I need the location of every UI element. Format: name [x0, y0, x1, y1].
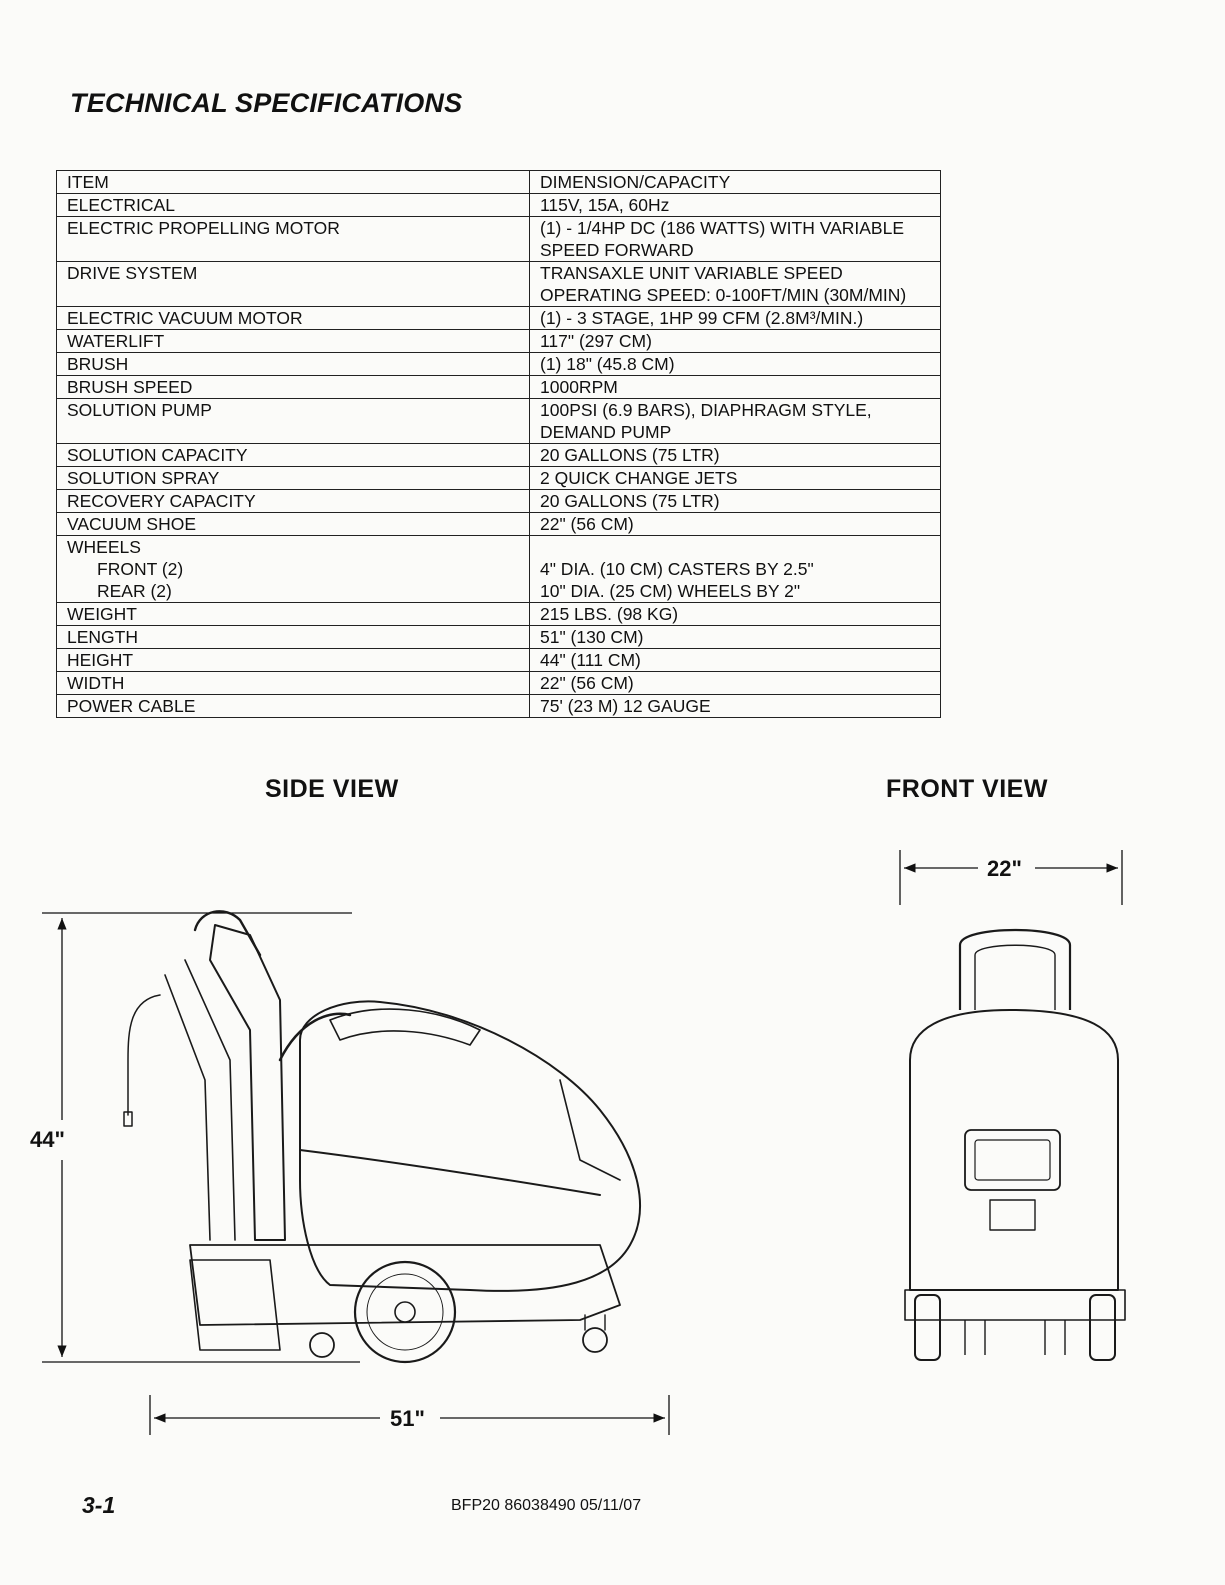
- length-dimension-label: 51": [390, 1406, 425, 1431]
- spec-value: 215 LBS. (98 KG): [529, 602, 941, 626]
- spec-value-line: TRANSAXLE UNIT VARIABLE SPEED: [540, 263, 843, 283]
- table-row: ELECTRIC VACUUM MOTOR (1) - 3 STAGE, 1HP…: [56, 306, 941, 330]
- table-row: RECOVERY CAPACITY 20 GALLONS (75 LTR): [56, 489, 941, 513]
- rear-caster: [309, 1332, 335, 1358]
- spec-value: [529, 535, 941, 558]
- spec-value: 22" (56 CM): [529, 671, 941, 695]
- spec-item: FRONT (2): [56, 558, 530, 580]
- handle-column: [209, 924, 286, 1241]
- recovery-tank-body: [299, 1000, 641, 1292]
- front-caster-left: [964, 1320, 986, 1355]
- header-item: ITEM: [56, 170, 530, 194]
- vacuum-hose: [278, 1012, 352, 1062]
- spec-value-line: (1) - 1/4HP DC (186 WATTS) WITH VARIABLE: [540, 218, 904, 238]
- front-handle-inner: [974, 944, 1056, 1010]
- spec-value: (1) - 1/4HP DC (186 WATTS) WITH VARIABLE…: [529, 216, 941, 262]
- spec-item: RECOVERY CAPACITY: [56, 489, 530, 513]
- base-chassis: [189, 1244, 621, 1326]
- spec-value: 75' (23 M) 12 GAUGE: [529, 694, 941, 718]
- front-window-inner: [974, 1139, 1051, 1181]
- rear-wheel-hub: [394, 1301, 416, 1323]
- tank-lid: [329, 1008, 481, 1046]
- spec-value-line: DEMAND PUMP: [540, 422, 672, 442]
- table-row: WATERLIFT 117" (297 CM): [56, 329, 941, 353]
- front-panel: [989, 1199, 1036, 1231]
- spec-item: SOLUTION CAPACITY: [56, 443, 530, 467]
- width-dimension-label: 22": [987, 856, 1022, 881]
- page-title: TECHNICAL SPECIFICATIONS: [70, 88, 463, 118]
- brush-housing: [189, 1259, 281, 1351]
- cord-plug: [123, 1111, 133, 1127]
- spec-value: 44" (111 CM): [529, 648, 941, 672]
- rear-wheel: [353, 1260, 457, 1364]
- front-base: [904, 1289, 1126, 1321]
- table-row: WIDTH 22" (56 CM): [56, 671, 941, 695]
- header-value: DIMENSION/CAPACITY: [529, 170, 941, 194]
- spec-value-line: OPERATING SPEED: 0-100FT/MIN (30M/MIN): [540, 285, 907, 305]
- table-row: SOLUTION PUMP 100PSI (6.9 BARS), DIAPHRA…: [56, 398, 941, 444]
- front-window: [964, 1129, 1061, 1191]
- front-view-machine-drawing: [904, 928, 1126, 1361]
- document-id: BFP20 86038490 05/11/07: [451, 1497, 642, 1514]
- spec-item: ELECTRIC PROPELLING MOTOR: [56, 216, 530, 262]
- spec-value: 22" (56 CM): [529, 512, 941, 536]
- front-view-dimensions: [899, 850, 1123, 905]
- spec-item: DRIVE SYSTEM: [56, 261, 530, 307]
- front-tank-body: [909, 1009, 1119, 1291]
- side-view-machine-drawing: [123, 910, 641, 1364]
- height-dimension-label: 44": [30, 1127, 65, 1152]
- spec-table: ITEM DIMENSION/CAPACITY ELECTRICAL 115V,…: [56, 170, 941, 718]
- table-row: FRONT (2) 4" DIA. (10 CM) CASTERS BY 2.5…: [56, 558, 941, 580]
- spec-value-line: 100PSI (6.9 BARS), DIAPHRAGM STYLE,: [540, 400, 872, 420]
- table-row: DRIVE SYSTEM TRANSAXLE UNIT VARIABLE SPE…: [56, 261, 941, 307]
- front-left-wheel: [914, 1294, 941, 1361]
- page-number: 3-1: [82, 1492, 116, 1518]
- handle-frame: [164, 959, 236, 1241]
- spec-value: TRANSAXLE UNIT VARIABLE SPEED OPERATING …: [529, 261, 941, 307]
- table-row: POWER CABLE 75' (23 M) 12 GAUGE: [56, 694, 941, 718]
- front-caster-right: [1044, 1320, 1066, 1355]
- caster-bracket: [584, 1314, 606, 1331]
- spec-value: 4" DIA. (10 CM) CASTERS BY 2.5": [529, 558, 941, 580]
- table-row: BRUSH (1) 18" (45.8 CM): [56, 352, 941, 376]
- spec-item: LENGTH: [56, 625, 530, 649]
- spec-value: 20 GALLONS (75 LTR): [529, 443, 941, 467]
- spec-item: ELECTRIC VACUUM MOTOR: [56, 306, 530, 330]
- table-row: LENGTH 51" (130 CM): [56, 625, 941, 649]
- spec-item: HEIGHT: [56, 648, 530, 672]
- tank-seam: [299, 1149, 601, 1196]
- front-right-wheel: [1089, 1294, 1116, 1361]
- table-header-row: ITEM DIMENSION/CAPACITY: [56, 170, 941, 194]
- spec-value-line: SPEED FORWARD: [540, 240, 694, 260]
- spec-value: 100PSI (6.9 BARS), DIAPHRAGM STYLE, DEMA…: [529, 398, 941, 444]
- front-caster: [582, 1327, 608, 1353]
- spec-item: POWER CABLE: [56, 694, 530, 718]
- rear-wheel-inner: [366, 1273, 444, 1351]
- table-row: ELECTRICAL 115V, 15A, 60Hz: [56, 193, 941, 217]
- table-row: WHEELS: [56, 535, 941, 558]
- spec-item: SOLUTION SPRAY: [56, 466, 530, 490]
- spec-value: 51" (130 CM): [529, 625, 941, 649]
- table-row: SOLUTION CAPACITY 20 GALLONS (75 LTR): [56, 443, 941, 467]
- power-cord: [127, 994, 161, 1116]
- side-view-label: SIDE VIEW: [265, 775, 399, 803]
- side-view-dimensions: [42, 912, 670, 1435]
- handle-grip: [193, 910, 262, 957]
- spec-item: VACUUM SHOE: [56, 512, 530, 536]
- table-row: WEIGHT 215 LBS. (98 KG): [56, 602, 941, 626]
- table-row: VACUUM SHOE 22" (56 CM): [56, 512, 941, 536]
- spec-item: WHEELS: [56, 535, 530, 558]
- tank-shoulder: [559, 1079, 621, 1181]
- table-row: HEIGHT 44" (111 CM): [56, 648, 941, 672]
- table-row: REAR (2) 10" DIA. (25 CM) WHEELS BY 2": [56, 580, 941, 603]
- spec-item: ELECTRICAL: [56, 193, 530, 217]
- table-row: ELECTRIC PROPELLING MOTOR (1) - 1/4HP DC…: [56, 216, 941, 262]
- front-view-label: FRONT VIEW: [886, 775, 1048, 803]
- front-handle: [958, 928, 1072, 1010]
